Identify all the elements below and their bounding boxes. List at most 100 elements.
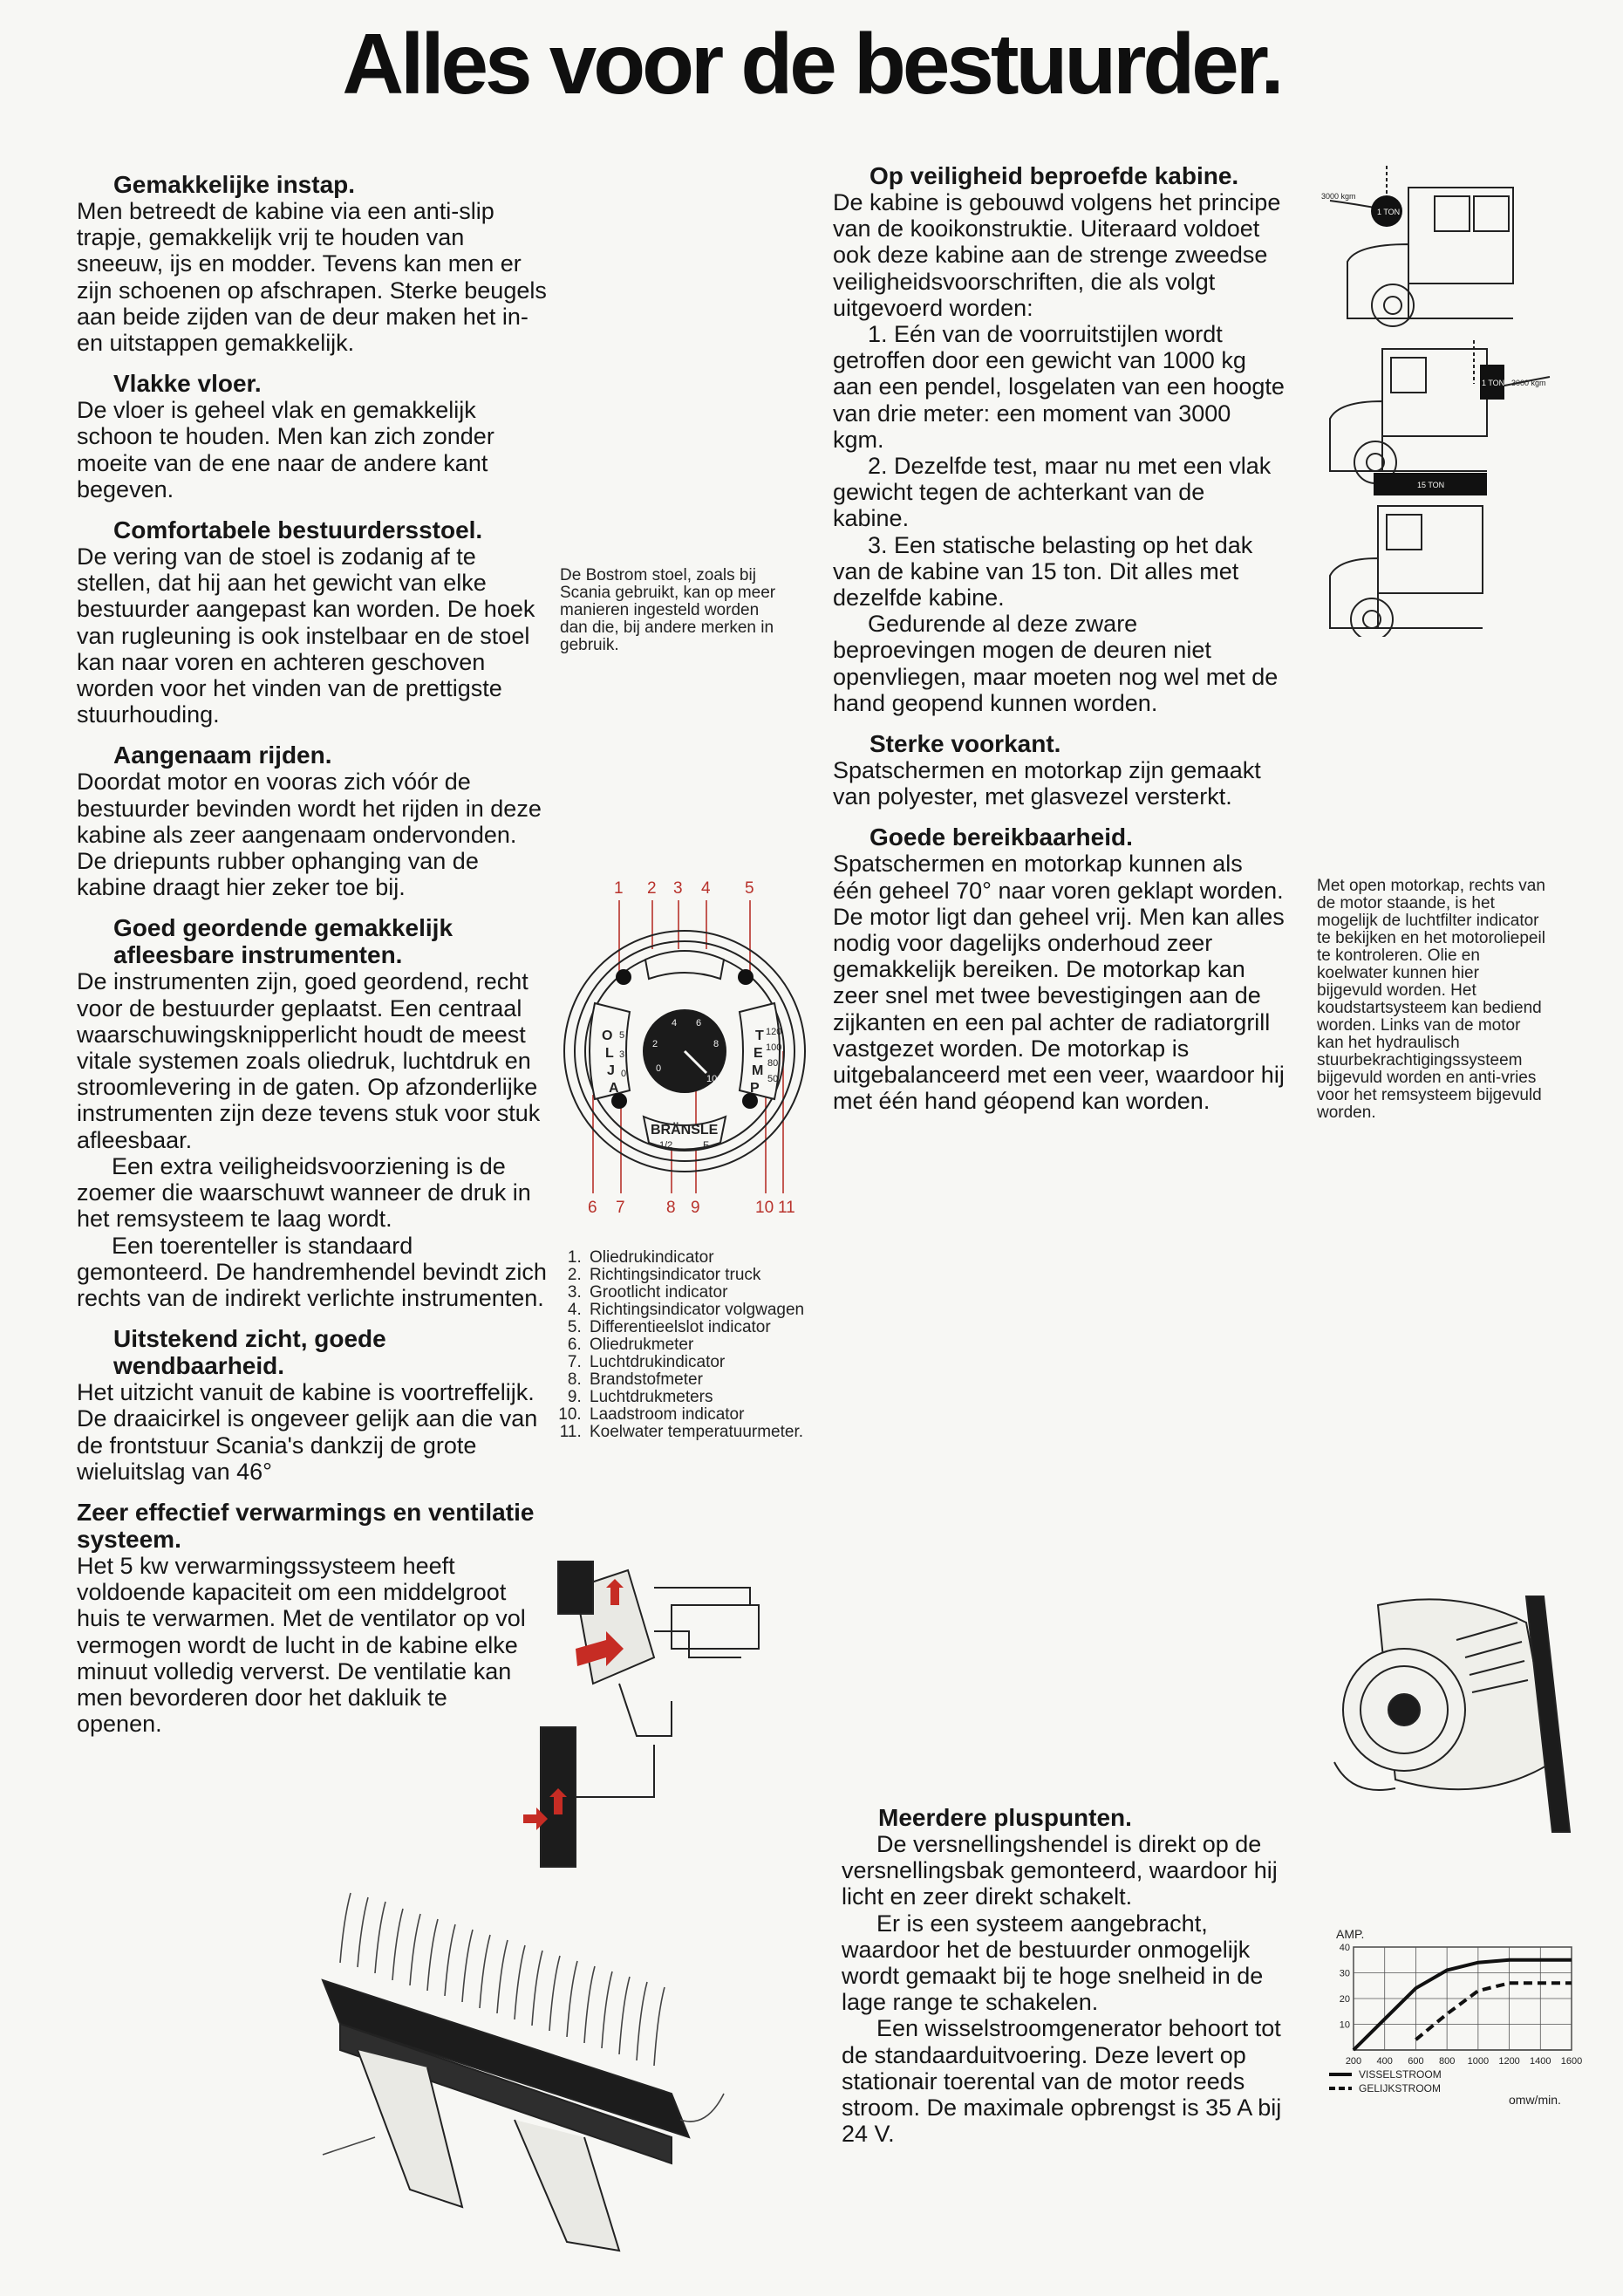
heating-system-diagram — [523, 1561, 760, 1868]
gauge-right-tick: 100 — [766, 1042, 781, 1053]
chart-series-line — [1415, 1981, 1572, 2041]
legend-item: Oliedrukmeter — [586, 1336, 839, 1354]
legend-item: Luchtdrukmeters — [586, 1389, 839, 1406]
chart-y-tick: 40 — [1340, 1943, 1350, 1953]
cab-test-illustrations: 1 TON 1 TON 15 TON 3000 kgm 3000 kgm — [1321, 166, 1551, 637]
fuel-label: BRÄNSLE — [651, 1122, 719, 1138]
heading-safety-cab: Op veiligheid beproefde kabine. — [869, 162, 1239, 189]
gauge-left-letter: J — [607, 1063, 615, 1078]
legend-item: Koelwater temperatuurmeter. — [586, 1424, 839, 1441]
text-driver-seat: De vering van de stoel is zodanig af te … — [77, 543, 535, 728]
cab-test-front-icon — [1329, 166, 1514, 327]
gauge-right-letter: E — [754, 1046, 763, 1061]
gauge-right-letter: M — [752, 1063, 763, 1078]
text-flat-floor: De vloer is geheel vlak en gemakkelijk s… — [77, 397, 494, 502]
callout-5: 5 — [745, 879, 754, 898]
callout-3: 3 — [673, 879, 683, 898]
gauge-right-letter: P — [750, 1081, 760, 1096]
gauge-right-letter: T — [755, 1028, 764, 1043]
legend-item: Oliedrukindicator — [586, 1249, 839, 1267]
page-title: Alles voor de bestuurder. — [342, 16, 1284, 112]
heading-accessibility: Goede bereikbaarheid. — [869, 823, 1133, 851]
text-safety-test-3: 3. Een statische belasting op het dak va… — [833, 531, 1253, 612]
chart-ylabel: AMP. — [1336, 1928, 1364, 1941]
cab-test-rear-icon — [1329, 340, 1551, 484]
instrument-panel-diagram: 1 2 3 4 5 6 7 8 9 10 11 O L J A T E M P … — [563, 879, 806, 1217]
gauge-right-tick: 120 — [766, 1027, 781, 1037]
gauge-left-letter: O — [602, 1028, 612, 1043]
warning-light-icon — [611, 1093, 627, 1109]
text-strong-front: Spatschermen en motorkap zijn gemaakt va… — [833, 757, 1261, 810]
weight-label-3: 15 TON — [1417, 481, 1444, 489]
legend-item: Laadstroom indicator — [586, 1406, 839, 1424]
heading-extra-features: Meerdere pluspunten. — [878, 1804, 1132, 1831]
heading-flat-floor: Vlakke vloer. — [113, 370, 262, 398]
gauge-left-tick: 5 — [619, 1030, 624, 1041]
warning-light-icon — [738, 969, 754, 985]
cab-test-roof-icon — [1329, 505, 1483, 637]
chart-y-tick: 30 — [1340, 1969, 1350, 1979]
callout-1: 1 — [614, 879, 624, 898]
text-accessibility: Spatschermen en motorkap kunnen als één … — [833, 851, 1285, 1115]
gauge-left-tick: 3 — [619, 1049, 624, 1060]
tach-tick: 8 — [713, 1039, 719, 1049]
chart-x-tick: 1200 — [1498, 2056, 1519, 2067]
chart-legend-label: GELIJKSTROOM — [1359, 2082, 1441, 2094]
distance-label-2: 3000 kgm — [1511, 379, 1546, 387]
chart-x-tick: 1400 — [1530, 2056, 1551, 2067]
heading-strong-front: Sterke voorkant. — [869, 730, 1061, 758]
heading-driver-seat: Comfortabele bestuurdersstoel. — [113, 516, 483, 544]
legend-item: Differentieelslot indicator — [586, 1319, 839, 1336]
tach-tick: 4 — [672, 1018, 677, 1028]
tach-tick: 2 — [652, 1039, 658, 1049]
chart-y-tick: 20 — [1340, 1994, 1350, 2005]
tach-tick: 10 — [706, 1074, 717, 1084]
legend-item: Richtingsindicator volgwagen — [586, 1302, 839, 1319]
gauge-left-tick: 0 — [621, 1069, 626, 1079]
chart-series-line — [1352, 1958, 1572, 2052]
heading-easy-entry: Gemakkelijke instap. — [113, 171, 356, 198]
gauge-left-letter: L — [605, 1046, 614, 1061]
callout-6: 6 — [588, 1199, 597, 1217]
chart-y-tick: 10 — [1340, 2020, 1350, 2031]
tach-tick: 6 — [696, 1018, 701, 1028]
gauge-right-tick: 80 — [767, 1058, 778, 1069]
legend-item: Luchtdrukindicator — [586, 1354, 839, 1371]
fuel-tick: F — [703, 1140, 709, 1151]
warning-light-icon — [742, 1093, 758, 1109]
alternator-drawing — [1333, 1596, 1572, 1833]
fuel-tick: 1/2 — [659, 1140, 672, 1151]
text-safety-test-1: 1. Eén van de voorruitstijlen wordt getr… — [833, 321, 1285, 453]
text-instruments-2: Een extra veiligheidsvoorziening is de z… — [77, 1152, 531, 1233]
text-heating: Het 5 kw verwarmingssysteem heeft voldoe… — [77, 1552, 526, 1738]
legend-item: Brandstofmeter — [586, 1371, 839, 1389]
chart-x-tick: 1000 — [1468, 2056, 1489, 2067]
weight-label-1: 1 TON — [1377, 208, 1400, 216]
heading-visibility: Uitstekend zicht, goede wendbaarheid. — [113, 1325, 386, 1380]
text-extra-features-1: De versnellingshendel is direkt op de ve… — [842, 1831, 1278, 1910]
callout-7: 7 — [616, 1199, 625, 1217]
caption-engine: Met open motorkap, rechts van de motor s… — [1317, 877, 1545, 1122]
heading-instruments: Goed geordende gemakkelijk afleesbare in… — [113, 914, 453, 969]
callout-9: 9 — [691, 1199, 700, 1217]
callout-8: 8 — [666, 1199, 676, 1217]
gauge-left-letter: A — [609, 1081, 619, 1096]
distance-label-1: 3000 kgm — [1321, 192, 1356, 201]
heading-pleasant-driving: Aangenaam rijden. — [113, 741, 332, 769]
weight-label-2: 1 TON — [1482, 379, 1504, 387]
defroster-duct-diagram — [321, 1892, 725, 2252]
callout-11: 11 — [778, 1199, 795, 1217]
heading-heating: Zeer effectief verwarmings en ventilatie… — [77, 1498, 535, 1553]
chart-series — [1352, 1958, 1572, 2052]
text-safety-cab: De kabine is gebouwd volgens het princip… — [833, 189, 1281, 321]
chart-grid — [1353, 1946, 1572, 2051]
legend-item: Grootlicht indicator — [586, 1284, 839, 1302]
text-pleasant-driving: Doordat motor en vooras zich vóór de bes… — [77, 769, 542, 901]
right-column-lower: Meerdere pluspunten. De versnellingshend… — [842, 1804, 1299, 2147]
chart-x-tick: 800 — [1439, 2056, 1455, 2067]
chart-x-tick: 400 — [1377, 2056, 1393, 2067]
text-safety-doors: Gedurende al deze zware beproevingen mog… — [833, 611, 1279, 716]
text-instruments-3: Een toerenteller is standaard gemonteerd… — [77, 1232, 547, 1311]
